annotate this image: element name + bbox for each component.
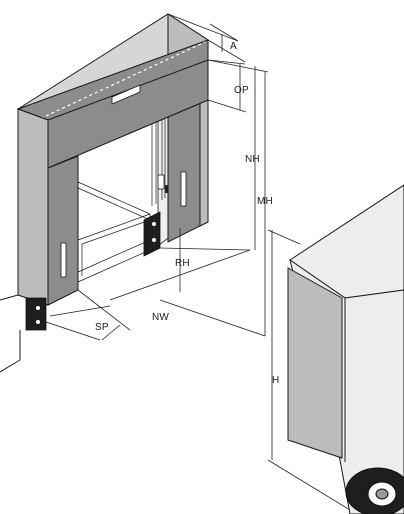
label-rh: RH — [175, 258, 190, 269]
label-op: OP — [234, 85, 249, 96]
label-h: H — [272, 375, 279, 386]
dimension-labels: A OP NH MH RH NW SP H — [95, 41, 279, 386]
truck — [287, 184, 404, 514]
truck-rear-door — [287, 267, 343, 459]
left-curtain-slot — [60, 242, 67, 278]
label-nh: NH — [245, 154, 260, 165]
dock-shelter — [0, 13, 209, 373]
label-nw: NW — [152, 312, 169, 323]
label-a: A — [230, 41, 237, 52]
dimension-lines — [45, 13, 351, 511]
label-mh: MH — [257, 196, 273, 207]
label-sp: SP — [95, 322, 109, 333]
head-handle-slot — [111, 84, 141, 105]
right-curtain-slot — [180, 171, 187, 207]
right-bumper — [143, 211, 161, 257]
left-bumper — [25, 297, 47, 331]
